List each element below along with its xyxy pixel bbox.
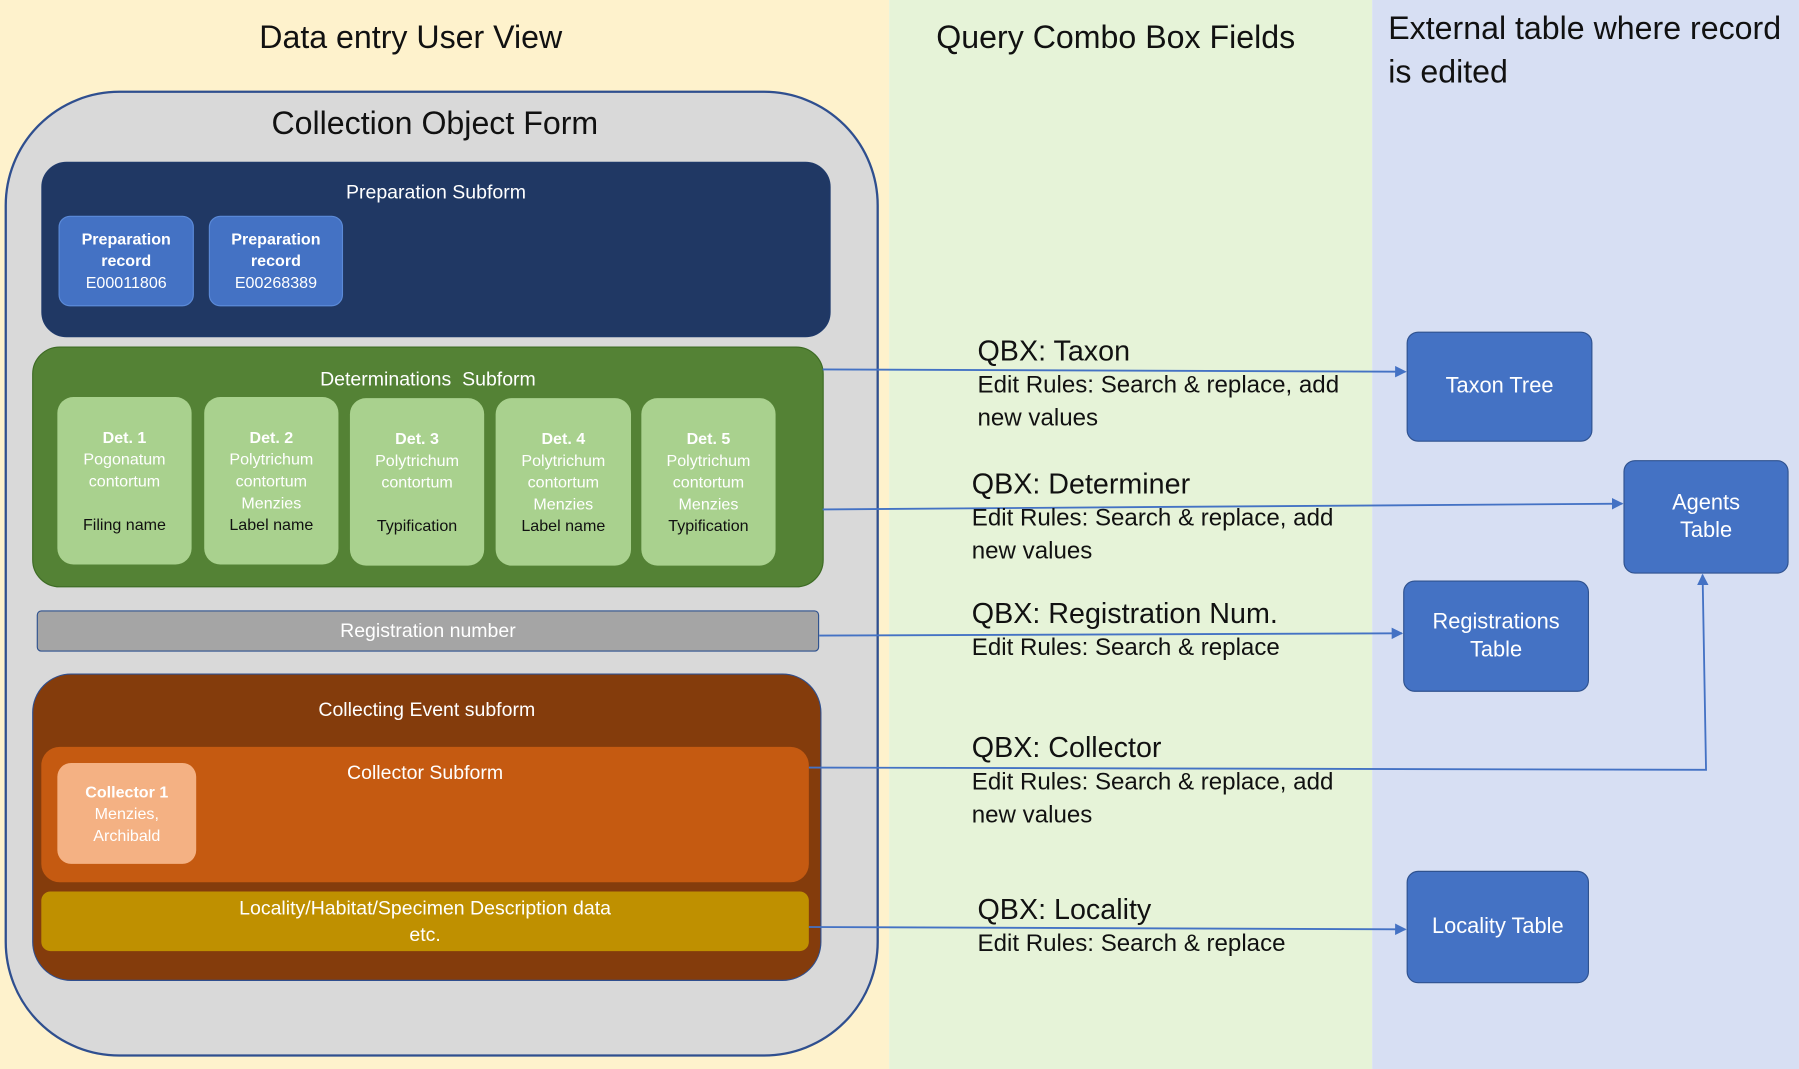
collector-label: Collector 1 <box>85 781 169 801</box>
qbx-rules-line-1: Edit Rules: Search & replace <box>971 634 1280 661</box>
locality-table-box[interactable]: Locality Table <box>1406 870 1590 984</box>
qbx-rules-line-2: new values <box>971 801 1093 829</box>
agents-label-line-1: Agents <box>1672 490 1740 515</box>
det-taxon: Pogonatum contortum <box>83 449 166 490</box>
det-label: Det. 5 <box>686 429 731 448</box>
qbx-rules-line-1: Edit Rules: Search & replace, add <box>971 504 1334 532</box>
det-card-2[interactable]: Det. 2 Polytrichum contortum Menzies Lab… <box>204 396 339 565</box>
prep-record-label: Preparation record <box>81 229 171 270</box>
det-kind: Label name <box>521 516 606 535</box>
det-taxon: Polytrichum contortum Menzies <box>666 450 751 513</box>
preparation-record-2[interactable]: Preparation record E00268389 <box>208 215 344 307</box>
taxon-arrow <box>822 365 1407 378</box>
det-label: Det. 4 <box>541 429 586 448</box>
det-card-4[interactable]: Det. 4 Polytrichum contortum Menzies Lab… <box>495 398 632 566</box>
det-taxon: Polytrichum contortum Menzies <box>521 450 606 513</box>
det-kind: Typification <box>376 516 458 535</box>
collector-arrow <box>808 573 1709 771</box>
registration-arrow <box>819 627 1404 640</box>
qbx-collector: QBX: Collector Edit Rules: Search & repl… <box>972 731 1334 832</box>
det-label: Det. 3 <box>395 429 439 448</box>
qbx-determiner: QBX: Determiner Edit Rules: Search & rep… <box>972 467 1334 568</box>
prep-record-label: Preparation record <box>231 229 321 270</box>
taxon-tree-label: Taxon Tree <box>1445 374 1554 399</box>
det-kind: Typification <box>668 516 749 535</box>
qbx-rules-line-2: new values <box>977 404 1099 432</box>
collector-card[interactable]: Collector 1 Menzies, Archibald <box>57 762 197 864</box>
locality-line-2: etc. <box>409 923 441 946</box>
qbx-rules-line-2: new values <box>971 538 1093 565</box>
preparation-record-1[interactable]: Preparation record E00011806 <box>58 215 194 307</box>
registrations-table-box[interactable]: Registrations Table <box>1403 580 1590 692</box>
determinations-subform-title: Determinations Subform <box>320 368 536 391</box>
qbx-field-name: QBX: Determiner <box>971 468 1191 501</box>
registrations-label-line-2: Table <box>1470 637 1523 662</box>
qbx-field-name: QBX: Locality <box>977 893 1152 926</box>
determiner-arrow <box>822 498 1624 511</box>
prep-record-id: E00011806 <box>85 273 167 292</box>
qbx-field-name: QBX: Registration Num. <box>971 597 1278 630</box>
det-card-5[interactable]: Det. 5 Polytrichum contortum Menzies Typ… <box>641 398 776 566</box>
qbx-column <box>889 0 1373 1069</box>
collector-subform-title: Collector Subform <box>347 761 504 784</box>
registration-number-field[interactable]: Registration number <box>36 610 820 652</box>
det-label: Det. 1 <box>102 427 147 447</box>
registrations-label-line-1: Registrations <box>1432 609 1560 634</box>
taxon-tree-box[interactable]: Taxon Tree <box>1406 331 1593 442</box>
locality-table-label: Locality Table <box>1431 914 1564 939</box>
collecting-event-title: Collecting Event subform <box>318 698 536 721</box>
det-taxon: Polytrichum contortum <box>375 450 459 492</box>
agents-label-line-2: Table <box>1679 518 1733 543</box>
qbx-field-name: QBX: Taxon <box>977 335 1131 368</box>
det-card-1[interactable]: Det. 1 Pogonatum contortum Filing name <box>57 396 192 565</box>
collector-name: Menzies, Archibald <box>93 803 161 844</box>
locality-description-field[interactable]: Locality/Habitat/Specimen Description da… <box>41 891 809 952</box>
form-title: Collection Object Form <box>271 105 599 142</box>
agents-table-box[interactable]: Agents Table <box>1623 460 1789 574</box>
preparation-subform-title: Preparation Subform <box>345 181 526 204</box>
user-view-title: Data entry User View <box>259 19 563 56</box>
qbx-rules-line-1: Edit Rules: Search & replace, add <box>971 768 1334 796</box>
external-column-title: External table where record is edited <box>1388 10 1782 90</box>
det-kind: Filing name <box>82 515 166 534</box>
qbx-field-name: QBX: Collector <box>971 731 1162 765</box>
locality-arrow <box>808 923 1407 936</box>
det-card-3[interactable]: Det. 3 Polytrichum contortum Typificatio… <box>349 398 485 566</box>
qbx-locality: QBX: Locality Edit Rules: Search & repla… <box>977 893 1285 961</box>
qbx-taxon: QBX: Taxon Edit Rules: Search & replace,… <box>977 334 1339 435</box>
det-label: Det. 2 <box>249 427 294 447</box>
qbx-column-title: Query Combo Box Fields <box>936 19 1296 56</box>
qbx-rules-line-1: Edit Rules: Search & replace, add <box>977 371 1340 399</box>
qbx-registration: QBX: Registration Num. Edit Rules: Searc… <box>972 597 1280 665</box>
qbx-rules-line-1: Edit Rules: Search & replace <box>977 930 1286 957</box>
prep-record-id: E00268389 <box>234 273 318 292</box>
det-kind: Label name <box>229 515 314 534</box>
det-taxon: Polytrichum contortum Menzies <box>229 449 314 512</box>
locality-line-1: Locality/Habitat/Specimen Description da… <box>239 897 612 919</box>
